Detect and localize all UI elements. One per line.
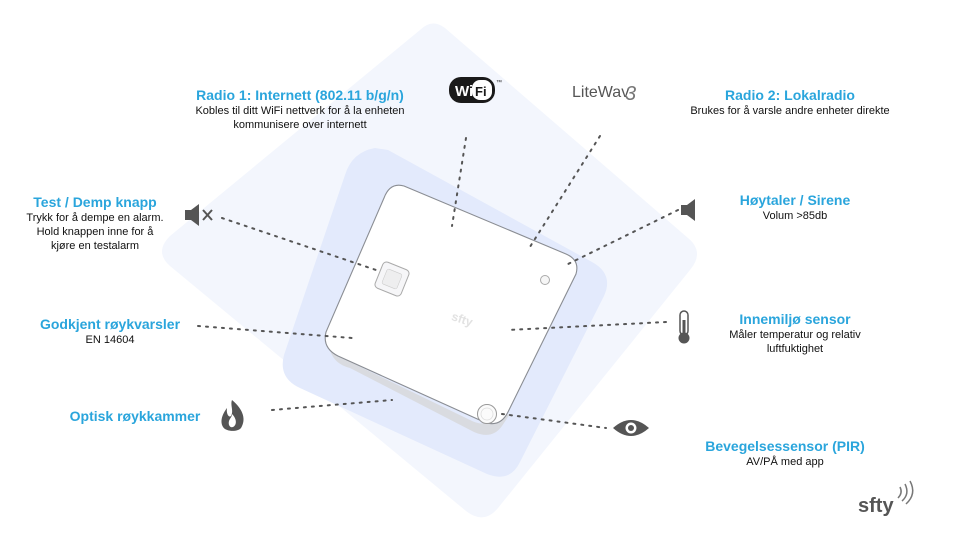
brand-logo-wave-2 <box>901 483 908 502</box>
eye-icon <box>613 420 649 436</box>
label-pir: Bevegelsessensor (PIR) AV/PÅ med app <box>690 437 880 469</box>
device-side <box>328 340 510 435</box>
label-radio1-desc1: Kobles til ditt WiFi nettverk for å la e… <box>195 105 405 117</box>
wifi-logo-left: Wi <box>455 83 473 100</box>
litewave-logo: LiteWav 3 <box>572 83 636 105</box>
label-radio1-title: Radio 1: Internett (802.11 b/g/n) <box>196 87 404 103</box>
speaker-hole <box>540 275 550 285</box>
label-radio2: Radio 2: Lokalradio Brukes for å varsle … <box>660 86 920 118</box>
label-smoke-title: Godkjent røykvarsler <box>39 316 181 332</box>
label-optical-title: Optisk røykkammer <box>69 408 201 424</box>
pir-lens <box>477 404 497 424</box>
test-button-inner <box>381 268 403 290</box>
leader-radio1 <box>451 137 467 227</box>
label-radio2-desc1: Brukes for å varsle andre enheter direkt… <box>690 105 890 117</box>
pir-lens-inner <box>480 407 494 421</box>
brand-logo-wave-1 <box>897 486 902 499</box>
label-test-desc2: Hold knappen inne for å <box>36 226 154 238</box>
litewave-logo-text: LiteWav <box>572 84 629 101</box>
device-logo: sfty <box>450 309 475 329</box>
flame-icon <box>221 400 244 431</box>
mute-speaker-icon <box>185 204 213 226</box>
leader-env <box>507 321 667 331</box>
label-radio1: Radio 1: Internett (802.11 b/g/n) Kobles… <box>170 86 430 132</box>
label-pir-desc1: AV/PÅ med app <box>746 456 824 468</box>
label-radio2-title: Radio 2: Lokalradio <box>725 87 855 103</box>
label-env-desc2: luftfuktighet <box>766 343 824 355</box>
label-test: Test / Demp knapp Trykk for å dempe en a… <box>10 193 180 253</box>
label-optical: Optisk røykkammer <box>60 407 210 425</box>
label-env: Innemiljø sensor Måler temperatur og rel… <box>700 310 890 356</box>
label-radio1-desc2: kommunisere over internett <box>233 119 367 131</box>
wifi-logo-fi-box <box>472 80 492 100</box>
label-test-title: Test / Demp knapp <box>33 194 157 210</box>
leader-speaker <box>563 209 679 267</box>
thermometer-icon <box>678 310 690 344</box>
label-smoke-desc1: EN 14604 <box>85 334 135 346</box>
label-env-title: Innemiljø sensor <box>739 311 851 327</box>
litewave-logo-mark: 3 <box>625 83 636 105</box>
label-env-desc1: Måler temperatur og relativ <box>729 329 861 341</box>
wifi-logo-tm: ™ <box>496 79 502 86</box>
label-speaker-desc1: Volum >85db <box>762 210 828 222</box>
label-speaker-title: Høytaler / Sirene <box>739 192 851 208</box>
label-speaker: Høytaler / Sirene Volum >85db <box>700 191 890 223</box>
leader-smoke <box>197 325 353 339</box>
leader-test <box>221 217 377 271</box>
wifi-logo: Wi Fi ™ <box>449 77 502 103</box>
brand-logo-text: sfty <box>858 495 894 517</box>
leader-pir <box>501 413 607 429</box>
label-test-desc1: Trykk for å dempe en alarm. <box>26 212 164 224</box>
speaker-icon <box>681 199 695 221</box>
label-pir-title: Bevegelsessensor (PIR) <box>705 438 865 454</box>
leader-lines <box>197 135 679 429</box>
brand-logo: sfty <box>858 480 914 517</box>
leader-radio2 <box>527 135 601 251</box>
brand-logo-wave-3 <box>905 480 914 505</box>
label-smoke: Godkjent røykvarsler EN 14604 <box>20 315 200 347</box>
wifi-logo-right: Fi <box>475 84 487 99</box>
label-test-desc3: kjøre en testalarm <box>50 240 140 252</box>
